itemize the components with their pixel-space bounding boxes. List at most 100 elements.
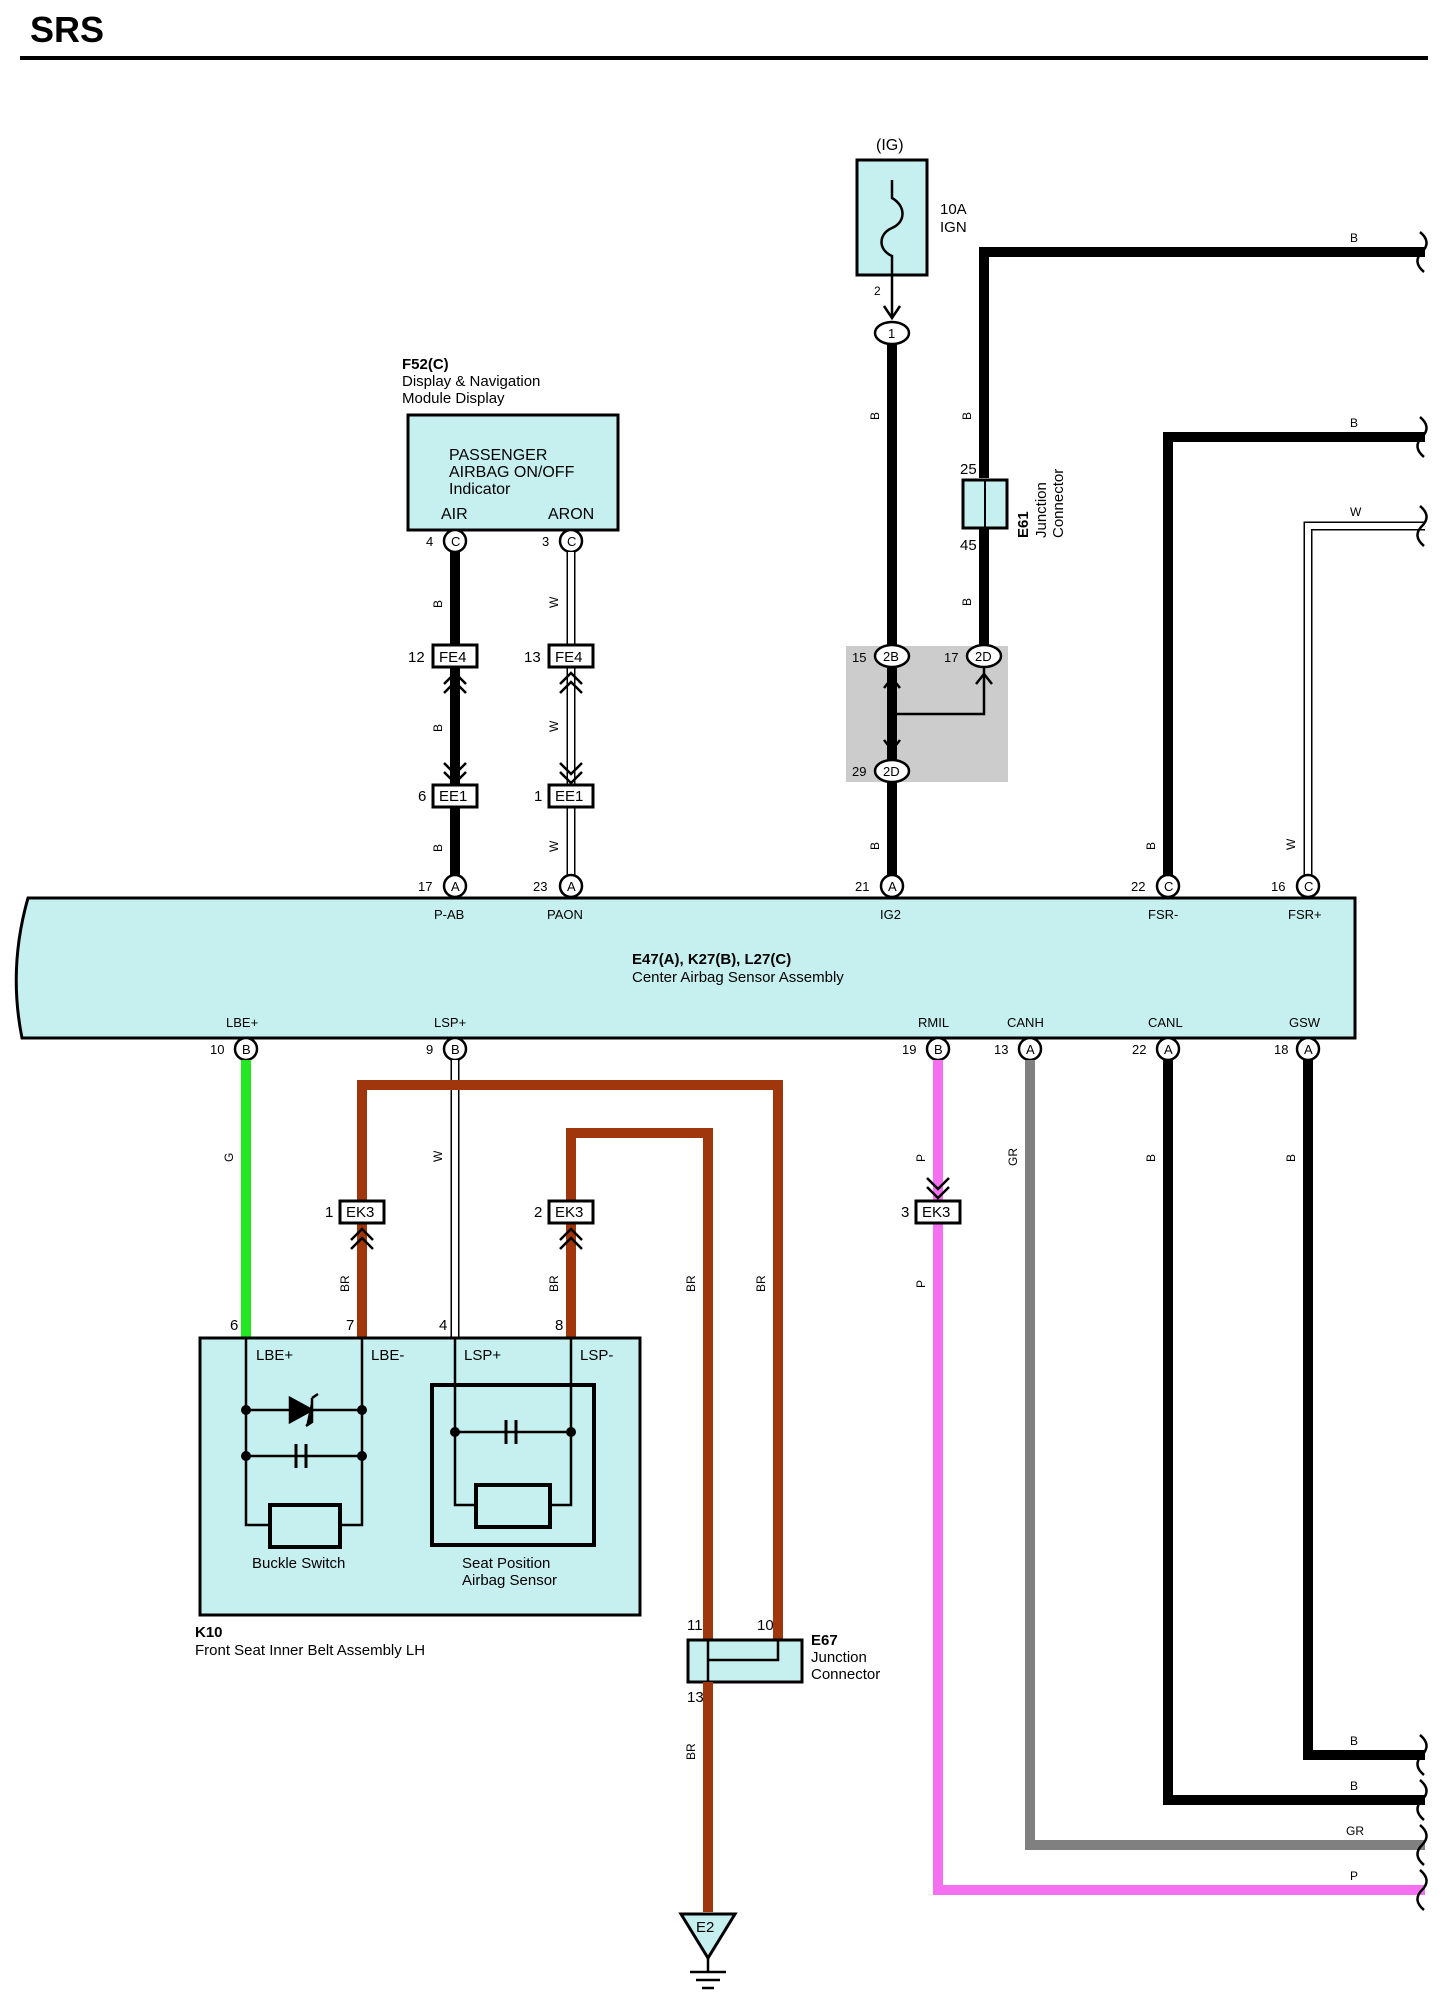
- seat-capacitor-icon: [504, 1420, 518, 1444]
- wire-lbe-minus-color-1: BR: [338, 1275, 352, 1292]
- ee1-b-arrows: [559, 762, 583, 785]
- svg-text:19: 19: [902, 1042, 916, 1057]
- wire-rmil-color-1: P: [914, 1154, 928, 1162]
- svg-text:12: 12: [408, 649, 425, 666]
- e67-pin-13: 13: [687, 1689, 704, 1706]
- f52-name-1: Display & Navigation: [402, 373, 540, 390]
- buckle-switch-resistor: [268, 1503, 342, 1549]
- ek3-2-arrows: [559, 1227, 583, 1250]
- fe4-connector-a: 12 FE4: [408, 643, 479, 669]
- svg-text:21: 21: [855, 879, 869, 894]
- svg-text:A: A: [888, 879, 897, 894]
- svg-text:13: 13: [524, 649, 541, 666]
- terminal-ig2: 21 A IG2: [855, 873, 905, 922]
- wire-lsp-minus-color-2: BR: [684, 1275, 698, 1292]
- svg-text:22: 22: [1132, 1042, 1146, 1057]
- ground-lines: [690, 1958, 726, 1990]
- svg-text:2: 2: [534, 1204, 542, 1221]
- fuse-rating: 10A: [940, 201, 967, 218]
- ek3-connector-2: 2 EK3: [534, 1199, 595, 1225]
- svg-text:LBE+: LBE+: [226, 1015, 258, 1030]
- ground-id: E2: [696, 1919, 714, 1936]
- belt-assembly-id: K10: [195, 1624, 223, 1641]
- wire-b-top-right: [979, 247, 1425, 478]
- f52-box: [406, 413, 620, 532]
- seat-sensor-label-2: Airbag Sensor: [462, 1572, 557, 1589]
- svg-text:2D: 2D: [883, 764, 900, 779]
- svg-text:1: 1: [534, 788, 542, 805]
- buckle-zener-icon: [288, 1392, 319, 1428]
- jb-pin-15: 15 2B: [852, 643, 911, 669]
- e67-pin-11: 11: [687, 1617, 703, 1634]
- svg-text:4: 4: [426, 534, 433, 549]
- svg-text:29: 29: [852, 764, 866, 779]
- svg-text:18: 18: [1274, 1042, 1288, 1057]
- f52-indicator-1: PASSENGER: [449, 447, 547, 464]
- e67-label-1: Junction: [811, 1649, 867, 1666]
- svg-text:B: B: [242, 1042, 251, 1057]
- ee1-connector-b: 1 EE1: [534, 783, 595, 809]
- buckle-switch-circuit: [244, 1338, 364, 1527]
- e67-pin-10: 10: [757, 1617, 774, 1634]
- wire-lsp-minus-br: [566, 1128, 713, 1640]
- svg-text:A: A: [1026, 1042, 1035, 1057]
- ground-icon: [678, 1912, 738, 1961]
- ek3-connector-3: 3 EK3: [901, 1199, 962, 1225]
- fuse-pin: 2: [874, 284, 881, 298]
- svg-text:2B: 2B: [883, 649, 899, 664]
- svg-text:13: 13: [994, 1042, 1008, 1057]
- fuse-source-label: (IG): [876, 137, 904, 154]
- jb-node: [887, 709, 897, 719]
- e67-label-2: Connector: [811, 1666, 880, 1683]
- wire-fsr-plus-color-1: W: [1350, 505, 1362, 519]
- svg-text:EK3: EK3: [922, 1204, 950, 1221]
- svg-text:6: 6: [418, 788, 426, 805]
- svg-text:15: 15: [852, 650, 866, 665]
- wire-break-3: [1416, 505, 1428, 547]
- fuse-arrow: [882, 305, 902, 321]
- jb-pin-17: 17 2D: [944, 643, 1003, 669]
- fe4-a-arrows: [443, 671, 467, 694]
- terminal-paon: 23 A PAON: [533, 873, 584, 922]
- wire-break-5: [1416, 1779, 1428, 1821]
- jb-pin-29: 29 2D: [852, 758, 911, 784]
- wire-aron-color-2: W: [547, 720, 561, 732]
- fe4-b-arrows: [559, 671, 583, 694]
- e61-id: E61: [1015, 511, 1032, 538]
- svg-text:1: 1: [325, 1204, 333, 1221]
- belt-term-lbe-minus: LBE-: [371, 1347, 404, 1364]
- svg-text:10: 10: [210, 1042, 224, 1057]
- wire-canl-color-1: B: [1144, 1154, 1158, 1162]
- belt-term-lsp-plus: LSP+: [464, 1347, 501, 1364]
- svg-text:9: 9: [426, 1042, 433, 1057]
- svg-text:A: A: [1164, 1042, 1173, 1057]
- wire-gsw-color-1: B: [1284, 1154, 1298, 1162]
- svg-text:IG2: IG2: [880, 907, 901, 922]
- seat-node-1: [450, 1427, 460, 1437]
- wire-e61-color-top: B: [960, 412, 974, 420]
- wire-canh-color-1: GR: [1006, 1148, 1020, 1166]
- wire-rmil-p: [933, 1060, 1425, 1895]
- svg-text:C: C: [1164, 879, 1173, 894]
- wire-lbe-minus-color-2: BR: [754, 1275, 768, 1292]
- wire-break-4: [1416, 1734, 1428, 1776]
- buckle-node-3: [241, 1451, 251, 1461]
- svg-text:23: 23: [533, 879, 547, 894]
- svg-text:C: C: [567, 534, 576, 549]
- wire-fsr-minus-b: [1163, 432, 1425, 875]
- wire-air-color-3: B: [431, 844, 445, 852]
- svg-text:3: 3: [901, 1204, 909, 1221]
- buckle-node-2: [357, 1405, 367, 1415]
- e67-id: E67: [811, 1632, 838, 1649]
- wire-aron-color-1: W: [547, 596, 561, 608]
- f52-indicator-3: Indicator: [449, 481, 511, 498]
- buckle-node-4: [357, 1451, 367, 1461]
- ek3-connector-1: 1 EK3: [325, 1199, 386, 1225]
- svg-text:FSR-: FSR-: [1148, 907, 1178, 922]
- wire-ground-color: BR: [684, 1743, 698, 1760]
- wire-fsr-plus-w: [1303, 521, 1425, 875]
- wire-canh-color-2: GR: [1346, 1824, 1364, 1838]
- svg-text:FSR+: FSR+: [1288, 907, 1322, 922]
- belt-pin-lsp-minus: 8: [555, 1317, 563, 1334]
